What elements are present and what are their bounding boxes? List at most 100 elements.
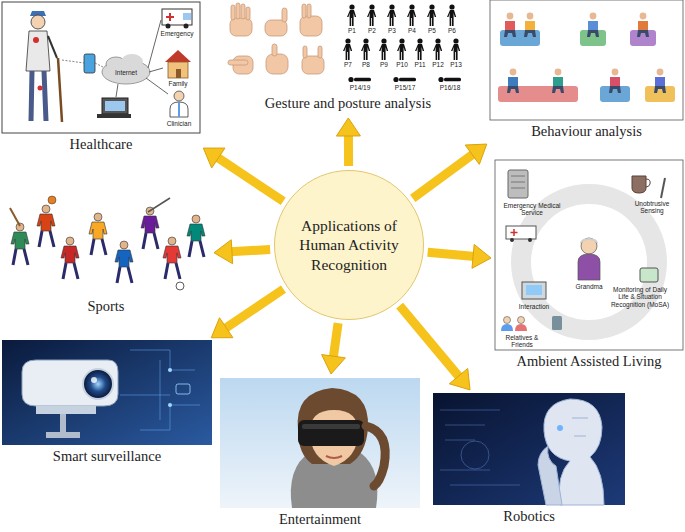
application-caption: Entertainment — [220, 511, 420, 528]
arrow-shaft — [400, 306, 460, 378]
sports-illustration-part — [163, 237, 181, 279]
application-panel: Sports — [2, 192, 210, 326]
application-arrow — [400, 306, 470, 390]
illustration-label: Internet — [115, 69, 137, 76]
behaviour-illustration-part — [504, 13, 516, 37]
healthcare-illustration-part — [58, 58, 62, 122]
sports-illustration — [2, 192, 210, 295]
behaviour-illustration-part — [552, 69, 564, 93]
arrow-head — [472, 244, 491, 268]
arrow-shaft — [333, 323, 338, 358]
behaviour-illustration — [490, 0, 683, 120]
ambient-living-illustration-part — [646, 179, 650, 187]
healthcare-illustration-part — [168, 62, 188, 78]
gesture-posture-illustration-part — [415, 38, 424, 60]
gesture-posture-illustration-part-part — [265, 20, 287, 36]
arrow-head — [465, 144, 487, 164]
arrow-head — [211, 318, 233, 338]
illustration-label: Clinician — [167, 120, 192, 127]
surveillance-illustration-part — [36, 406, 96, 414]
entertainment-illustration-part — [366, 426, 385, 486]
sports-illustration-part — [11, 223, 29, 265]
application-caption: Ambient Assisted Living — [495, 353, 683, 370]
sports-illustration-part — [176, 282, 184, 290]
gesture-posture-illustration-part — [379, 38, 388, 60]
healthcare-illustration-part — [2, 2, 200, 133]
behaviour-illustration-part — [587, 13, 599, 37]
surveillance-illustration-part — [168, 403, 172, 407]
surveillance-illustration-part — [91, 377, 97, 383]
illustration-label: Emergency — [161, 30, 194, 37]
illustration-label: Family — [168, 80, 187, 87]
illustration-label: P11 — [414, 61, 425, 68]
arrow-head — [203, 148, 225, 168]
gesture-posture-illustration-part — [222, 0, 474, 92]
gesture-posture-illustration-part-part — [230, 18, 252, 36]
robotics-illustration-part — [538, 446, 562, 505]
gesture-posture-illustration-part-part — [236, 3, 240, 19]
gesture-posture-illustration-part — [343, 38, 352, 60]
healthcare-illustration-part — [116, 84, 118, 97]
healthcare-illustration-part — [162, 9, 192, 25]
gesture-posture-illustration-part-part — [318, 46, 322, 58]
gesture-posture-illustration-part — [228, 3, 324, 74]
gesture-posture-illustration-part — [361, 38, 370, 60]
application-caption: Gesture and posture analysis — [222, 95, 474, 112]
gesture-posture-illustration-part-part — [228, 60, 248, 65]
entertainment-illustration-part — [298, 420, 364, 446]
surveillance-illustration-part — [22, 360, 118, 406]
healthcare-illustration-part — [102, 98, 128, 114]
behaviour-illustration-part — [524, 13, 536, 37]
robotics-illustration — [433, 393, 625, 505]
robotics-illustration-part — [433, 393, 625, 505]
gesture-posture-illustration-part-part — [302, 4, 306, 18]
illustration-label: P12 — [432, 61, 444, 68]
entertainment-illustration-part — [220, 378, 420, 508]
surveillance-illustration-part — [168, 368, 172, 372]
surveillance-illustration — [2, 340, 212, 445]
healthcare-illustration-part — [33, 37, 39, 43]
application-arrow — [322, 323, 346, 374]
sports-illustration-part — [10, 208, 20, 226]
illustration-label: Unobtrusive Sensing — [627, 200, 677, 215]
gesture-posture-illustration-part-part — [303, 46, 307, 58]
arrow-shaft — [428, 252, 475, 256]
sports-illustration-part — [141, 207, 159, 249]
illustration-label: P5 — [428, 27, 436, 34]
application-caption: Sports — [2, 298, 210, 315]
healthcare-illustration-part — [178, 102, 180, 117]
gesture-posture-illustration-part-part — [300, 16, 322, 36]
illustration-label: P10 — [396, 61, 408, 68]
gesture-posture-illustration-part — [347, 4, 356, 26]
ambient-living-illustration-part — [515, 324, 527, 331]
application-arrow — [428, 244, 491, 268]
application-panel: Robotics — [433, 393, 625, 528]
illustration-label: Interaction — [519, 303, 549, 310]
gesture-posture-illustration-part — [451, 38, 460, 60]
ambient-living-illustration-part — [661, 178, 665, 198]
gesture-posture-illustration-part-part — [272, 44, 277, 56]
healthcare-illustration-part — [31, 15, 45, 29]
hub-circle: Applications of Human Activity Recogniti… — [274, 170, 424, 320]
sports-illustration-part — [2, 192, 210, 295]
healthcare-illustration-part — [48, 36, 57, 58]
illustration-label: P15/17 — [395, 84, 416, 91]
gesture-posture-illustration-part-part — [241, 4, 245, 19]
illustration-label: P6 — [448, 27, 456, 34]
illustration-label: P2 — [368, 27, 376, 34]
application-caption: Healthcare — [2, 136, 200, 153]
gesture-posture-illustration-part-part — [282, 8, 287, 22]
healthcare-illustration-part — [183, 13, 191, 20]
surveillance-illustration-part — [83, 369, 113, 399]
gesture-posture-illustration-part — [447, 4, 456, 26]
surveillance-illustration-part — [46, 414, 80, 438]
ambient-living-illustration-part — [580, 238, 598, 244]
gesture-posture-illustration-part — [438, 77, 461, 82]
arrow-shaft — [344, 134, 353, 166]
illustration-label: P4 — [408, 27, 416, 34]
hub-title: Applications of Human Activity Recogniti… — [289, 216, 409, 274]
arrow-head — [214, 240, 233, 264]
arrow-head — [336, 118, 360, 136]
illustration-label: P9 — [380, 61, 388, 68]
application-panel: Smart surveillance — [2, 340, 212, 476]
